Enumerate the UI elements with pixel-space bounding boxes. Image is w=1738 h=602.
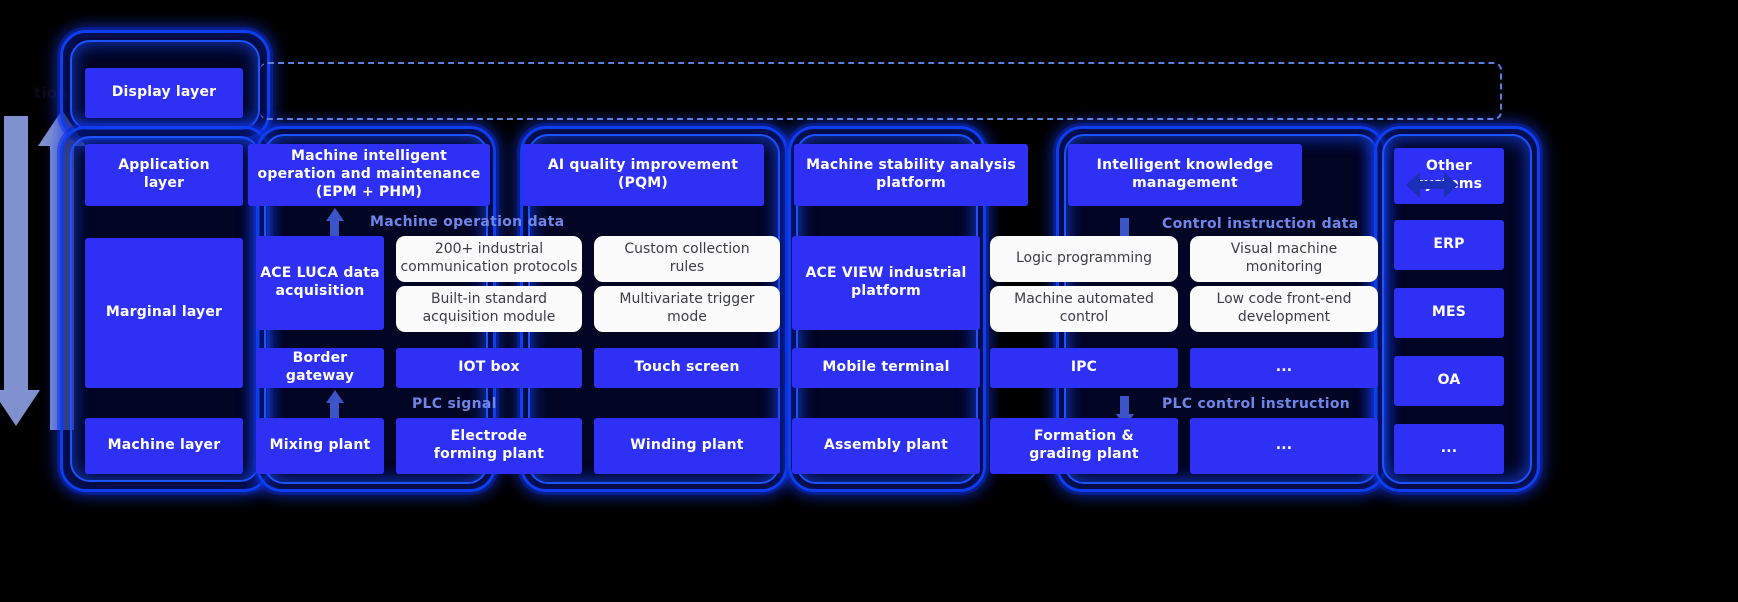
plant-line1: Assembly plant bbox=[823, 437, 949, 454]
feature-machine-automated-control[interactable]: Machine automated control bbox=[990, 286, 1178, 332]
app-box-machine-intelligent-om[interactable]: Machine intelligent operation and mainte… bbox=[248, 144, 490, 206]
marginal-layer-label: Marginal layer bbox=[85, 238, 243, 388]
ace-luca-line1: ACE LUCA data bbox=[260, 265, 380, 282]
plant-winding-plant[interactable]: Winding plant bbox=[594, 418, 780, 474]
feature-line1: Low code front-end bbox=[1216, 291, 1352, 308]
plant-line1: Formation & bbox=[1034, 428, 1134, 445]
feature-line2: control bbox=[1059, 309, 1109, 325]
down-arrow-icon bbox=[0, 390, 40, 426]
bidirectional-arrow-bar bbox=[1418, 181, 1446, 189]
plc-control-instruction-label: PLC control instruction bbox=[1162, 396, 1351, 412]
other-systems-item-erp[interactable]: ERP bbox=[1394, 220, 1504, 270]
feature-line1: 200+ industrial bbox=[434, 241, 544, 258]
device-more[interactable]: ... bbox=[1190, 348, 1378, 388]
plant-formation-grading-plant[interactable]: Formation & grading plant bbox=[990, 418, 1178, 474]
plc-signal-arrow-icon bbox=[326, 390, 344, 403]
control-instruction-data-label: Control instruction data bbox=[1162, 216, 1359, 232]
application-layer-label-line2: layer bbox=[143, 175, 185, 191]
feature-custom-collection-rules[interactable]: Custom collection rules bbox=[594, 236, 780, 282]
plant-electrode-forming-plant[interactable]: Electrode forming plant bbox=[396, 418, 582, 474]
control-instruction-data-arrow-shaft bbox=[1120, 218, 1129, 236]
feature-low-code-front-end-development[interactable]: Low code front-end development bbox=[1190, 286, 1378, 332]
feature-line2: monitoring bbox=[1245, 259, 1323, 275]
feature-visual-machine-monitoring[interactable]: Visual machine monitoring bbox=[1190, 236, 1378, 282]
bidirectional-arrow-icon bbox=[1406, 172, 1458, 198]
ace-view-line2: platform bbox=[851, 283, 921, 299]
ace-luca-line2: acquisition bbox=[275, 283, 365, 299]
down-arrow-shaft bbox=[4, 116, 28, 394]
marginal-ace-view-industrial-platform[interactable]: ACE VIEW industrial platform bbox=[792, 236, 980, 330]
feature-line2: development bbox=[1237, 309, 1331, 325]
display-layer-label: Display layer bbox=[85, 68, 243, 118]
plant-more[interactable]: ... bbox=[1190, 418, 1378, 474]
bidirectional-arrow-left-head bbox=[1406, 172, 1420, 198]
app-box-line1: Intelligent knowledge bbox=[1096, 157, 1274, 174]
feature-line2: acquisition module bbox=[422, 309, 556, 325]
bidirectional-arrow-right-head bbox=[1444, 172, 1458, 198]
feature-line1: Visual machine bbox=[1230, 241, 1338, 258]
device-mobile-terminal[interactable]: Mobile terminal bbox=[792, 348, 980, 388]
side-flow-arrows bbox=[0, 100, 92, 430]
machine-operation-data-arrow-icon bbox=[326, 208, 344, 221]
plant-line1: Mixing plant bbox=[269, 437, 371, 454]
marginal-ace-luca-data-acquisition[interactable]: ACE LUCA data acquisition bbox=[256, 236, 384, 330]
display-layer-dashed-rail bbox=[260, 62, 1502, 120]
plant-assembly-plant[interactable]: Assembly plant bbox=[792, 418, 980, 474]
machine-layer-label: Machine layer bbox=[85, 418, 243, 474]
machine-operation-data-label: Machine operation data bbox=[370, 214, 565, 230]
app-box-intelligent-knowledge-management[interactable]: Intelligent knowledge management bbox=[1068, 144, 1302, 206]
feature-line1: Built-in standard bbox=[430, 291, 548, 308]
feature-line2: mode bbox=[667, 309, 707, 325]
machine-operation-data-arrow-shaft bbox=[330, 218, 339, 236]
app-box-line2: (PQM) bbox=[618, 175, 668, 191]
app-box-line3: (EPM + PHM) bbox=[315, 183, 423, 200]
plant-mixing-plant[interactable]: Mixing plant bbox=[256, 418, 384, 474]
feature-line1: Multivariate trigger bbox=[619, 291, 755, 308]
app-box-line1: AI quality improvement bbox=[547, 157, 739, 174]
plant-line1: Electrode bbox=[450, 428, 528, 445]
feature-line2: communication protocols bbox=[400, 259, 578, 275]
ace-view-line1: ACE VIEW industrial bbox=[805, 265, 967, 282]
application-layer-label-line1: Application bbox=[118, 157, 210, 174]
app-box-line2: platform bbox=[876, 175, 946, 191]
feature-logic-programming[interactable]: Logic programming bbox=[990, 236, 1178, 282]
app-box-ai-quality-improvement[interactable]: AI quality improvement (PQM) bbox=[522, 144, 764, 206]
application-layer-label: Application layer bbox=[85, 144, 243, 206]
clipped-left-label: tion bbox=[34, 84, 69, 102]
feature-line1: Custom collection bbox=[624, 241, 750, 258]
other-systems-item-mes[interactable]: MES bbox=[1394, 288, 1504, 338]
feature-industrial-communication-protocols[interactable]: 200+ industrial communication protocols bbox=[396, 236, 582, 282]
app-box-line2: management bbox=[1132, 175, 1238, 191]
up-arrow-icon bbox=[38, 110, 86, 146]
plant-line2: grading plant bbox=[1029, 446, 1139, 462]
other-systems-header-line1: Other bbox=[1426, 158, 1472, 175]
plant-line1: ... bbox=[1275, 437, 1293, 454]
app-box-machine-stability-analysis[interactable]: Machine stability analysis platform bbox=[794, 144, 1028, 206]
plant-line2: forming plant bbox=[433, 446, 545, 462]
app-box-line1: Machine intelligent bbox=[290, 148, 448, 165]
app-box-line1: Machine stability analysis bbox=[806, 157, 1016, 174]
up-arrow-shaft bbox=[50, 146, 74, 430]
other-systems-item-oa[interactable]: OA bbox=[1394, 356, 1504, 406]
plc-control-instruction-arrow-shaft bbox=[1120, 396, 1129, 414]
device-ipc[interactable]: IPC bbox=[990, 348, 1178, 388]
feature-multivariate-trigger-mode[interactable]: Multivariate trigger mode bbox=[594, 286, 780, 332]
app-box-line2: operation and maintenance bbox=[257, 166, 481, 183]
feature-line2: rules bbox=[669, 259, 705, 275]
feature-line1: Logic programming bbox=[1015, 250, 1153, 267]
device-touch-screen[interactable]: Touch screen bbox=[594, 348, 780, 388]
device-border-gateway[interactable]: Border gateway bbox=[256, 348, 384, 388]
plc-signal-label: PLC signal bbox=[412, 396, 497, 412]
other-systems-item-more[interactable]: ... bbox=[1394, 424, 1504, 474]
plant-line1: Winding plant bbox=[630, 437, 744, 454]
plc-signal-arrow-shaft bbox=[330, 400, 339, 418]
feature-built-in-standard-acquisition-module[interactable]: Built-in standard acquisition module bbox=[396, 286, 582, 332]
device-iot-box[interactable]: IOT box bbox=[396, 348, 582, 388]
feature-line1: Machine automated bbox=[1014, 291, 1154, 308]
